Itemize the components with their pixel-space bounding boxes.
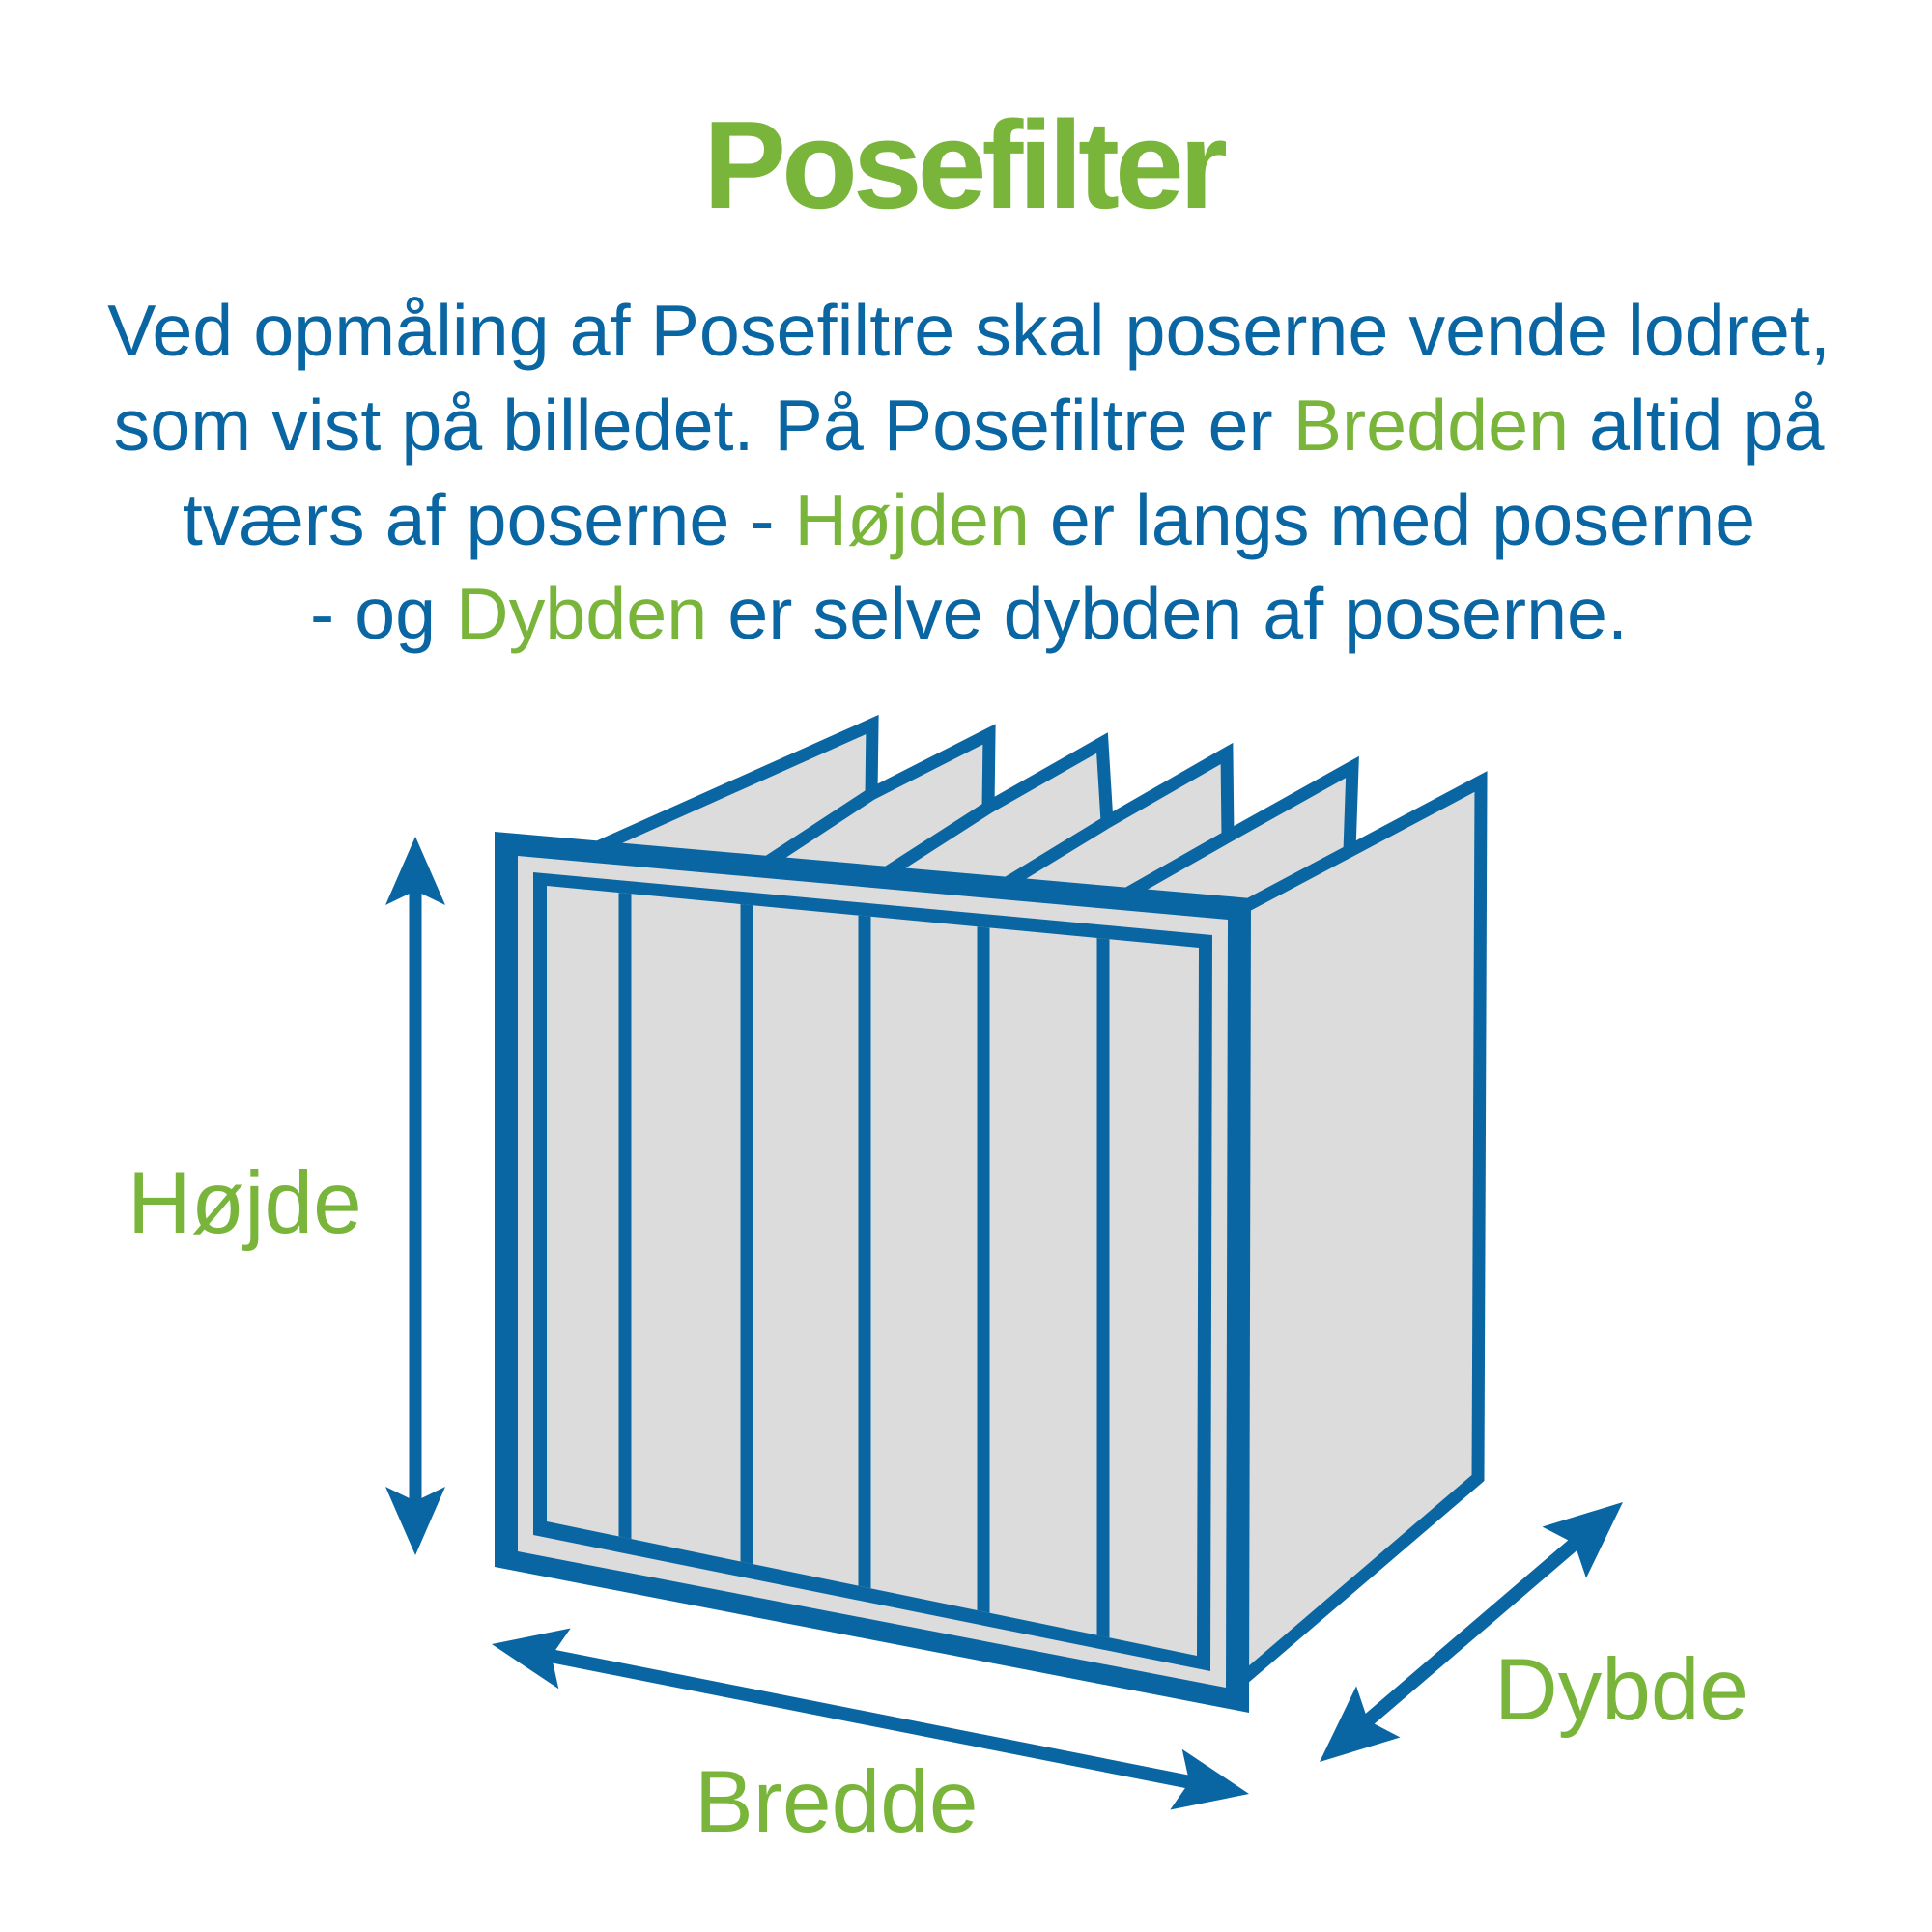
svg-text:- og Dybden er selve dybden af: - og Dybden er selve dybden af poserne. bbox=[310, 573, 1628, 654]
svg-text:tværs af poserne - Højden er l: tværs af poserne - Højden er langs med p… bbox=[183, 479, 1755, 560]
svg-text:Højde: Højde bbox=[128, 1154, 362, 1252]
svg-text:Posefilter: Posefilter bbox=[703, 96, 1227, 235]
svg-text:som vist på billedet. På Posef: som vist på billedet. På Posefiltre er B… bbox=[113, 384, 1824, 466]
svg-text:Ved opmåling af Posefiltre ska: Ved opmåling af Posefiltre skal poserne … bbox=[107, 290, 1831, 371]
svg-text:Dybde: Dybde bbox=[1494, 1641, 1748, 1739]
svg-text:Bredde: Bredde bbox=[695, 1753, 978, 1851]
